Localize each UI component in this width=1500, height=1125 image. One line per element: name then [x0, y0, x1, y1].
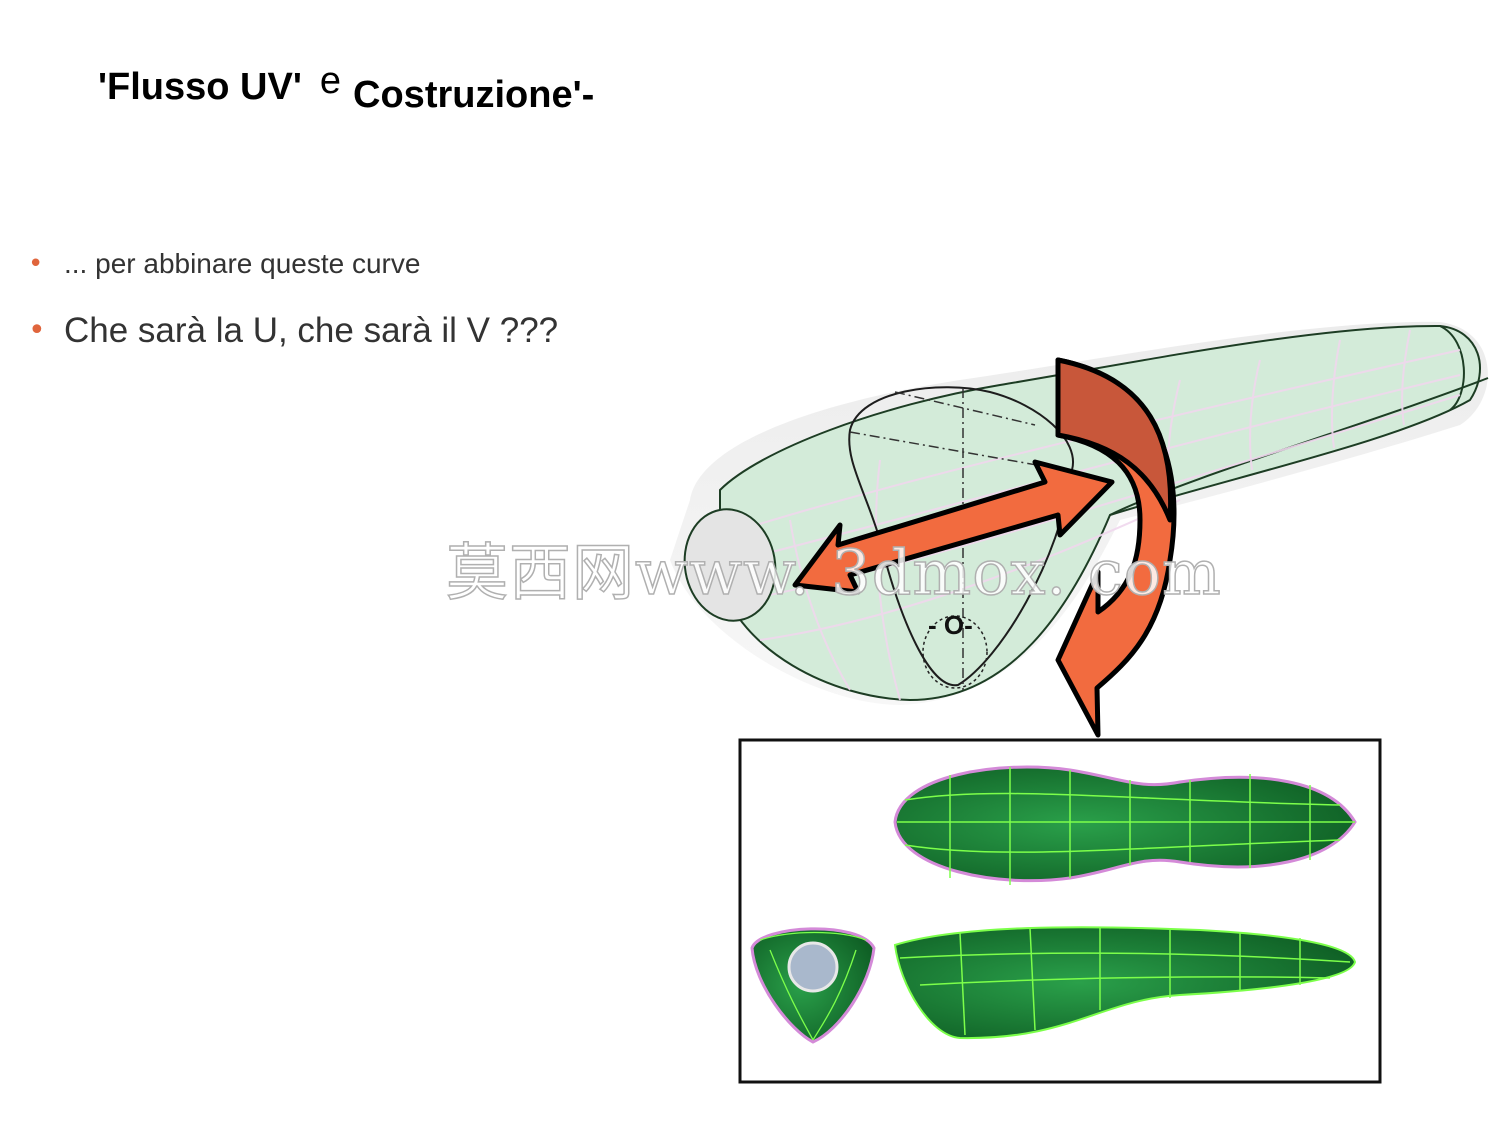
bullet-text: Che sarà la U, che sarà il V ??? [64, 311, 559, 350]
bullet-text: ... per abbinare queste curve [64, 248, 421, 279]
rotation-arrow-icon [1055, 357, 1177, 738]
title-conjunction: e [319, 60, 342, 102]
bullet-item: • Che sarà la U, che sarà il V ??? [28, 302, 624, 360]
inset-front-cap [787, 941, 839, 993]
pivot-circle [922, 615, 988, 689]
bullet-list: • ... per abbinare queste curve • Che sa… [28, 240, 624, 360]
bullet-dot-icon: • [28, 249, 44, 279]
title-costruzione: Costruzione'- [353, 74, 595, 116]
point-label: - O- [928, 610, 973, 640]
double-arrow-icon [792, 459, 1115, 595]
surface-cap [683, 508, 777, 622]
watermark-text: 莫西网www. 3dmox. com [445, 535, 1222, 610]
inset-top-view [893, 765, 1357, 883]
bullet-item: • ... per abbinare queste curve [28, 240, 624, 288]
slide-title: 'Flusso UV' e Costruzione'- [98, 60, 594, 116]
bullet-dot-icon: • [28, 313, 46, 348]
inset-panel [738, 738, 1382, 1084]
title-flusso-uv: 'Flusso UV' [98, 66, 302, 108]
